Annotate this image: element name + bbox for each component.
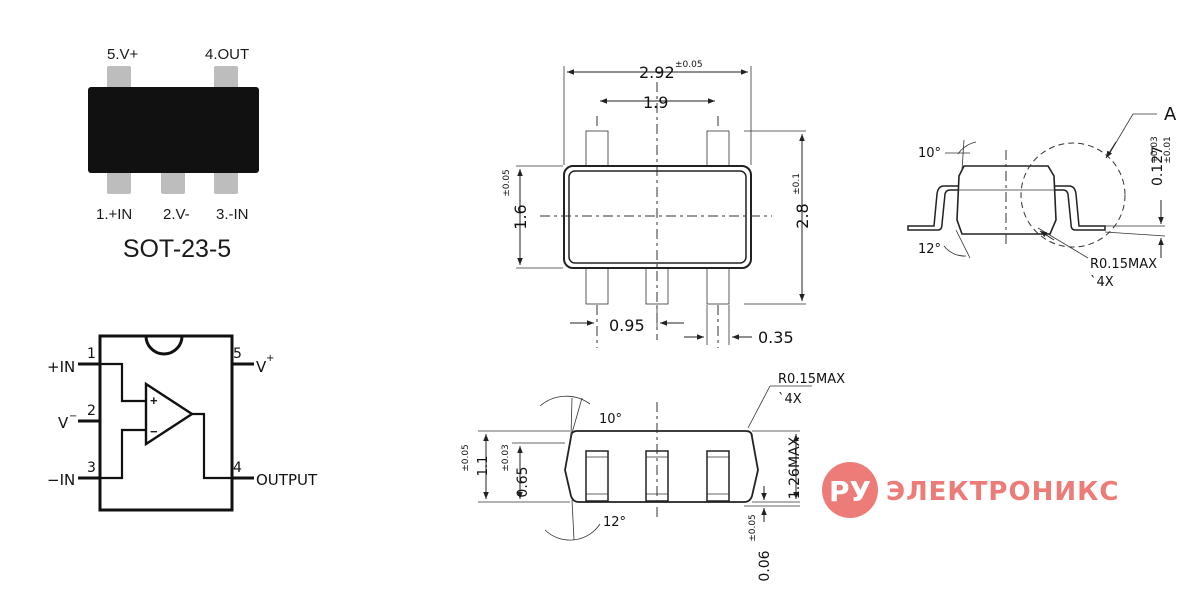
side-lead-thickness-tol-plus: +0.03 [1150, 136, 1160, 164]
dim-body-width: 1.6 [511, 204, 530, 229]
schematic-label-in-minus: −IN [47, 471, 75, 489]
front-radius: R0.15MAX [778, 372, 845, 387]
pin-3-lead [214, 170, 238, 194]
schematic-label-vplus: V [256, 358, 267, 376]
watermark-text: ЭЛЕКТРОНИКС [886, 477, 1119, 507]
front-standoff: 0.06 [757, 550, 773, 581]
pin-4-lead [214, 66, 238, 90]
side-angle-bottom: 12° [918, 242, 941, 257]
front-angle-top: 10° [599, 412, 622, 427]
front-max-height: 1.26MAX [787, 436, 803, 499]
schematic-label-in-plus: +IN [47, 358, 75, 376]
front-view [478, 385, 812, 541]
watermark-logo: РУ [829, 475, 871, 508]
pin-1-lead [107, 170, 131, 194]
pin-2-lead [161, 170, 185, 194]
front-standoff-body-tol: ±0.03 [501, 444, 511, 472]
side-lead-thickness-tol-minus: ±0.01 [1163, 136, 1173, 164]
dim-total-length: 2.8 [793, 203, 812, 228]
schematic-vminus-sup: − [69, 411, 77, 422]
package-icon [88, 66, 259, 194]
dim-pitch: 0.95 [609, 316, 645, 335]
dim-total-length-tol: ±0.1 [792, 173, 802, 195]
side-radius-count: `4X [1090, 275, 1114, 290]
schematic-num-4: 4 [233, 460, 242, 476]
front-body-height: 1.1 [476, 456, 491, 477]
package-name: SOT-23-5 [123, 235, 231, 263]
schematic-body [98, 334, 234, 512]
dim-total-width: 2.92 [639, 63, 675, 82]
schematic-label-output: OUTPUT [256, 471, 318, 489]
dim-total-width-tol: ±0.05 [675, 60, 703, 70]
front-standoff-body: 0.65 [515, 466, 531, 497]
pin-label-5: 5.V+ [107, 46, 139, 63]
dim-pin-span: 1.9 [643, 93, 668, 112]
schematic-label-vminus: V [58, 414, 69, 432]
opamp-plus: + [150, 393, 158, 408]
front-radius-count: `4X [778, 392, 802, 407]
pin-label-2: 2.V- [163, 206, 190, 223]
pin-label-1: 1.+IN [96, 206, 132, 223]
schematic-vplus-sup: + [266, 353, 274, 364]
front-body-height-tol: ±0.05 [461, 444, 471, 472]
side-view [907, 113, 1166, 259]
top-view [516, 66, 806, 348]
pin-label-3: 3.-IN [216, 206, 249, 223]
watermark-logo-circle [822, 462, 878, 518]
schematic-num-1: 1 [87, 346, 96, 362]
pin-label-4: 4.OUT [205, 46, 249, 63]
front-standoff-tol: ±0.05 [748, 514, 758, 542]
watermark: РУ ЭЛЕКТРОНИКС [822, 462, 1119, 518]
side-lead-thickness: 0.127 [1150, 146, 1166, 186]
schematic-num-5: 5 [233, 346, 242, 362]
opamp-schematic [78, 334, 254, 512]
dim-lead-width: 0.35 [758, 328, 794, 347]
pin1-notch [144, 335, 184, 356]
pin-5-lead [107, 66, 131, 90]
datum-label: A [1164, 104, 1177, 125]
side-radius: R0.15MAX [1090, 257, 1157, 272]
opamp-triangle [144, 381, 195, 447]
dim-body-width-tol: ±0.05 [502, 169, 512, 197]
package-body [88, 87, 259, 173]
opamp-minus: − [150, 424, 158, 439]
schematic-num-2: 2 [87, 403, 96, 419]
schematic-num-3: 3 [87, 460, 96, 476]
front-angle-bottom: 12° [603, 515, 626, 530]
side-angle-top: 10° [918, 146, 941, 161]
